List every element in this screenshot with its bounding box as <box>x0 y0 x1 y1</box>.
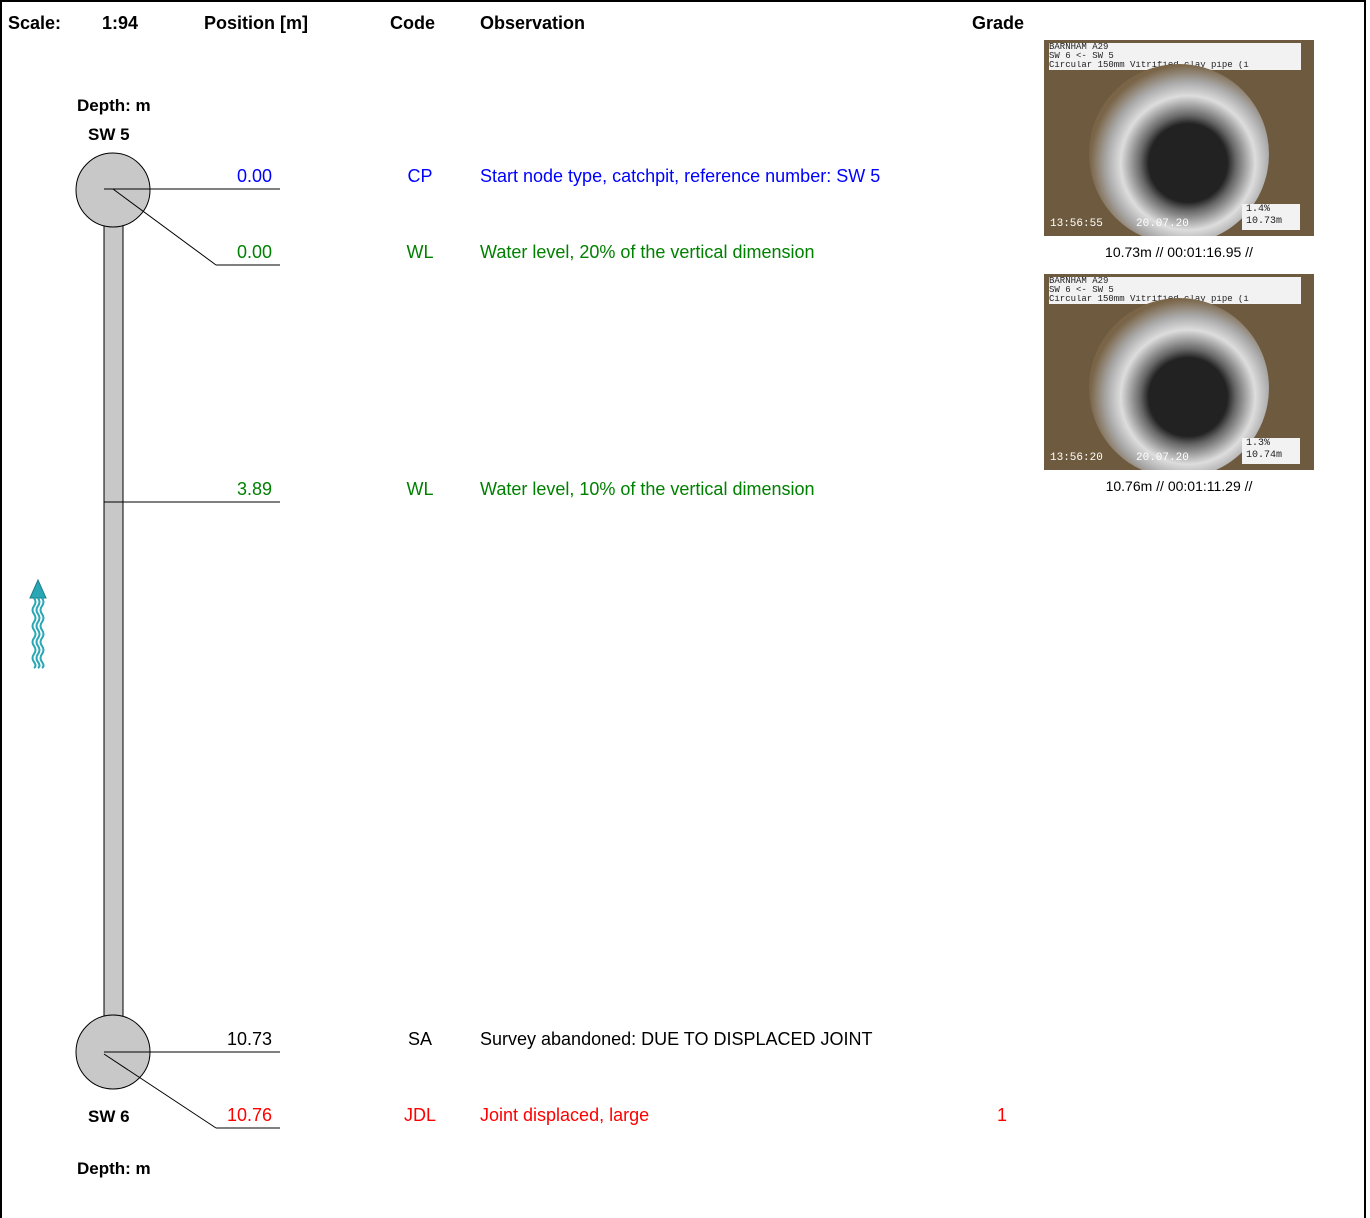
photo-position-box: 1.4% 10.73m <box>1242 204 1300 230</box>
photo-position-box: 1.3% 10.74m <box>1242 438 1300 464</box>
pipe-interior-image <box>1089 298 1269 470</box>
grade-header: Grade <box>972 13 1025 33</box>
photo-caption: 10.73m // 00:01:16.95 // <box>1105 244 1253 260</box>
observation-position: 3.89 <box>236 479 272 499</box>
start-node-name: SW 5 <box>88 125 130 144</box>
observation-code: CP <box>407 166 433 186</box>
position-header: Position [m] <box>204 13 308 33</box>
scale-label: Scale: <box>8 13 62 33</box>
photo-date: 20.07.20 <box>1136 452 1189 464</box>
observation-text: Start node type, catchpit, reference num… <box>480 166 881 186</box>
photo-overlay-text: BARNHAM A29 <box>1049 43 1301 52</box>
pipe-body <box>103 224 124 1026</box>
observation-text: Water level, 10% of the vertical dimensi… <box>480 479 815 499</box>
photo-gradient: 1.3% <box>1246 438 1271 449</box>
photo-overlay-text: BARNHAM A29 <box>1049 277 1301 286</box>
photo-time: 13:56:55 <box>1050 218 1103 230</box>
observation-text: Water level, 20% of the vertical dimensi… <box>480 242 815 262</box>
observation-position: 0.00 <box>236 166 272 186</box>
start-manhole <box>75 152 151 228</box>
observation-text: Survey abandoned: DUE TO DISPLACED JOINT <box>480 1029 873 1049</box>
observation-position: 0.00 <box>236 242 272 262</box>
observation-code: WL <box>406 242 434 262</box>
observation-grade: 1 <box>997 1105 1008 1125</box>
end-depth-label: Depth: m <box>77 1159 151 1178</box>
photo-overlay-text: SW 6 <- SW 5 <box>1049 52 1301 61</box>
photo-gradient: 1.4% <box>1246 204 1271 215</box>
observation-code: WL <box>406 479 434 499</box>
photo-distance: 10.74m <box>1246 450 1283 461</box>
end-node-name: SW 6 <box>88 1107 130 1126</box>
observation-position: 10.76 <box>226 1105 272 1125</box>
start-depth-label: Depth: m <box>77 96 151 115</box>
cctv-photo[interactable]: BARNHAM A29 SW 6 <- SW 5 Circular 150mm … <box>1044 274 1314 470</box>
cctv-photo[interactable]: BARNHAM A29 SW 6 <- SW 5 Circular 150mm … <box>1044 40 1314 236</box>
scale-value: 1:94 <box>102 13 139 33</box>
observation-text: Joint displaced, large <box>480 1105 650 1125</box>
observation-code: JDL <box>403 1105 436 1125</box>
photo-caption: 10.76m // 00:01:11.29 // <box>1105 478 1253 494</box>
photo-time: 13:56:20 <box>1050 452 1103 464</box>
flow-direction-arrow-icon <box>29 578 47 669</box>
photo-overlay-text: SW 6 <- SW 5 <box>1049 286 1301 295</box>
observation-position: 10.73 <box>226 1029 272 1049</box>
photo-date: 20.07.20 <box>1136 218 1189 230</box>
observation-code: SA <box>407 1029 432 1049</box>
code-header: Code <box>390 13 435 33</box>
photo-distance: 10.73m <box>1246 216 1283 227</box>
observation-header: Observation <box>480 13 586 33</box>
pipe-interior-image <box>1089 64 1269 236</box>
